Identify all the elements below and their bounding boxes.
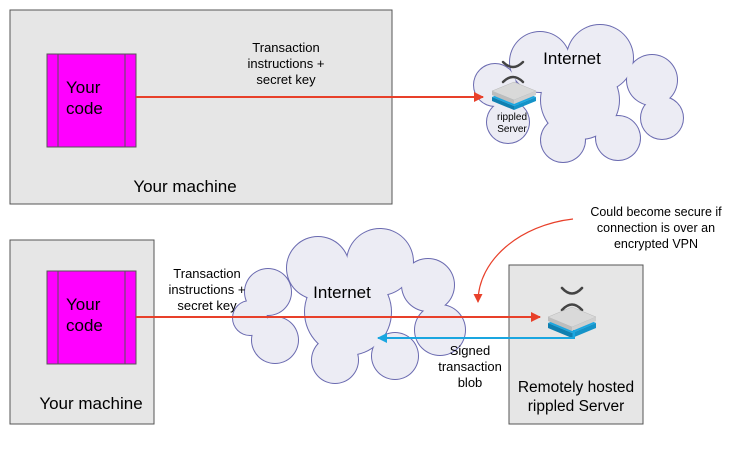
server-stack-icon [491, 81, 537, 110]
bottom-arrow-label-1: Transaction [173, 266, 240, 281]
bottom-arrow-label: Transaction instructions + secret key [169, 266, 246, 313]
top-server-label-2: Server [497, 124, 527, 135]
bottom-code-label-1: Your [66, 295, 101, 314]
vpn-note-2: connection is over an [597, 221, 715, 235]
server-stack-icon [547, 306, 597, 338]
vpn-note: Could become secure if connection is ove… [590, 205, 722, 251]
return-label-3: blob [458, 375, 483, 390]
bottom-arrow-label-2: instructions + [169, 282, 246, 297]
top-arrow-label: Transaction instructions + secret key [248, 40, 325, 87]
top-code-label-1: Your [66, 78, 101, 97]
top-server-label-1: rippled [497, 112, 527, 123]
top-code-block: Your code [46, 53, 137, 148]
bottom-code-block: Your code [46, 270, 137, 365]
ripple-x-icon [501, 60, 525, 84]
top-code-label-2: code [66, 99, 103, 118]
return-label: Signed transaction blob [438, 343, 502, 390]
bottom-internet-cloud: Internet [232, 228, 466, 384]
top-internet-cloud: Internet [473, 24, 684, 163]
top-machine-label: Your machine [133, 177, 236, 196]
ripple-x-icon [560, 286, 584, 312]
vpn-note-arrow [473, 218, 574, 303]
vpn-note-1: Could become secure if [590, 205, 722, 219]
remote-server-label-2: rippled Server [528, 398, 625, 415]
signed-blob-return-arrow [377, 330, 575, 343]
bottom-machine-label: Your machine [39, 394, 142, 413]
top-arrow-label-1: Transaction [252, 40, 319, 55]
vpn-note-3: encrypted VPN [614, 237, 698, 251]
bottom-scenario: Your code Your machine [9, 205, 722, 425]
bottom-rippled-server [547, 286, 597, 338]
return-label-1: Signed [450, 343, 490, 358]
bottom-internet-label: Internet [313, 283, 371, 302]
bottom-code-label-2: code [66, 316, 103, 335]
remote-server-label-1: Remotely hosted [518, 379, 634, 396]
top-scenario: Your code Your machine Transaction instr… [9, 9, 684, 205]
top-arrow-label-3: secret key [256, 72, 316, 87]
top-arrow-label-2: instructions + [248, 56, 325, 71]
top-rippled-server: rippled Server [491, 60, 537, 135]
bottom-arrow-label-3: secret key [177, 298, 237, 313]
top-internet-label: Internet [543, 49, 601, 68]
return-label-2: transaction [438, 359, 502, 374]
